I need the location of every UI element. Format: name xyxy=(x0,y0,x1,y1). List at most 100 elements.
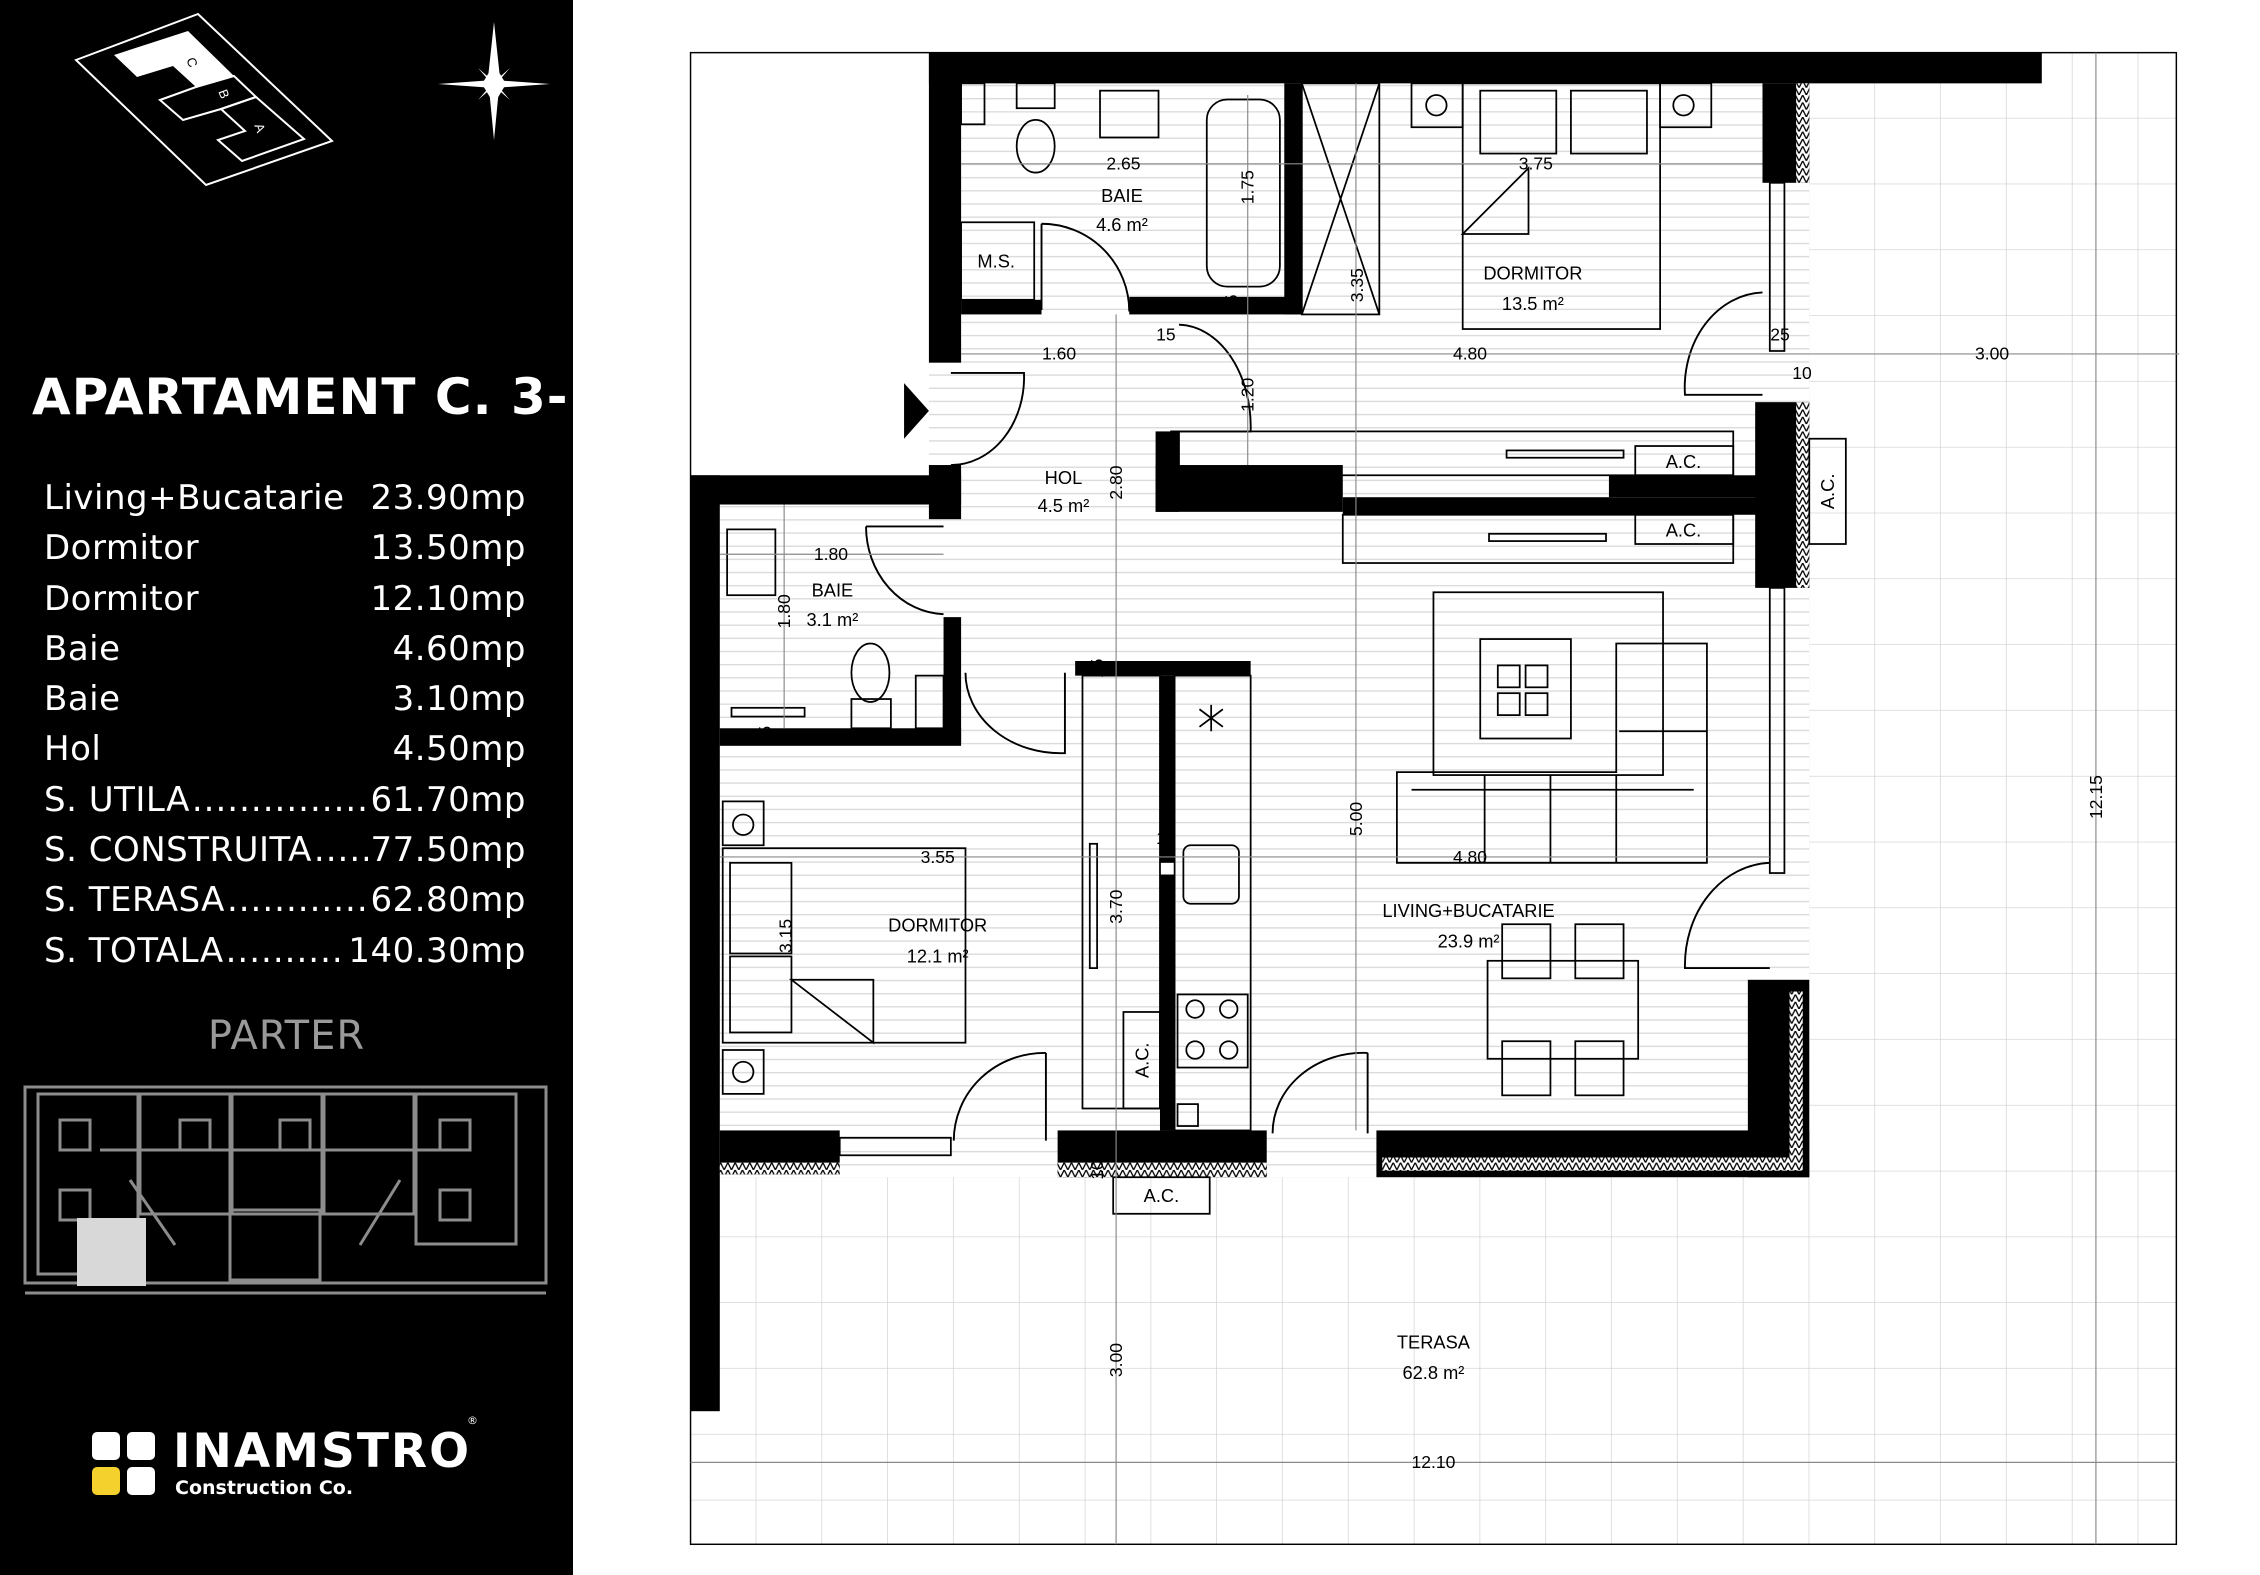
ac-unit-outdoor xyxy=(1808,437,1847,545)
dim-label: 3.15 xyxy=(775,919,795,953)
dim-label: 15 xyxy=(1156,828,1176,848)
wall xyxy=(690,475,720,1412)
keyplan-highlight xyxy=(77,1218,146,1286)
area-value: 140.30mp xyxy=(348,930,526,971)
dim-label: 1.60 xyxy=(1042,344,1076,364)
area-value: 23.90mp xyxy=(370,478,526,518)
closet xyxy=(1300,82,1381,316)
towel-rail xyxy=(730,706,806,718)
nightstand xyxy=(721,800,765,847)
sink xyxy=(1099,89,1160,139)
dim-label: 3.70 xyxy=(1106,889,1126,923)
room-labels: BAIE 4.6 m² M.S. DORMITOR 13.5 m² HOL 4.… xyxy=(807,185,1839,1383)
dim-label: 1.80 xyxy=(814,544,848,564)
dim-label: 10 xyxy=(1087,1160,1107,1180)
room-area-baie2: 3.1 m² xyxy=(807,609,859,630)
door-dormitor1-terrace[interactable] xyxy=(1683,291,1763,396)
wall xyxy=(1155,431,1179,512)
room-name-dormitor1: DORMITOR xyxy=(1483,262,1582,283)
logo-subtitle: Construction Co. xyxy=(175,1477,354,1499)
area-row: S. TOTALA 140.30mp xyxy=(44,931,526,981)
kitchen-sink xyxy=(1182,844,1240,905)
dim-label: 15 xyxy=(1284,136,1304,156)
area-label: S. TERASA xyxy=(44,880,225,921)
wall-insulation xyxy=(1057,1162,1267,1178)
dim-label: 15 xyxy=(755,726,775,746)
ac-label: A.C. xyxy=(1666,520,1702,541)
dim-label: 1.80 xyxy=(774,594,794,628)
area-value: 61.70mp xyxy=(370,779,526,820)
washing-machine xyxy=(914,674,945,730)
entrance-door[interactable] xyxy=(950,371,1025,466)
entrance-arrow-icon xyxy=(904,383,929,439)
doors xyxy=(865,222,1770,1141)
door-dormitor2-terrace[interactable] xyxy=(952,1051,1047,1141)
area-row: S. CONSTRUITA 77.50mp xyxy=(44,830,526,880)
dim-label: 12.15 xyxy=(2086,775,2106,819)
logo-name: INAMSTRO xyxy=(173,1424,472,1479)
area-label: S. TOTALA xyxy=(44,930,224,971)
area-value: 77.50mp xyxy=(370,830,526,871)
dim-label: 15 xyxy=(1221,294,1241,314)
bed xyxy=(721,847,967,1044)
washing-machine xyxy=(960,82,986,126)
bathtub xyxy=(1205,98,1281,288)
door-baie1[interactable] xyxy=(1040,222,1131,312)
wall xyxy=(943,617,962,743)
wall xyxy=(1159,675,1175,863)
logo-registered: ® xyxy=(467,1414,478,1427)
room-area-hol: 4.5 m² xyxy=(1038,495,1090,516)
area-label: Baie xyxy=(44,628,121,669)
wall xyxy=(1155,465,1343,512)
building-b xyxy=(158,74,258,122)
dim-label: 3.35 xyxy=(1347,268,1367,302)
door-living-terrace-2[interactable] xyxy=(1684,861,1770,970)
nightstand xyxy=(721,1049,765,1095)
door-dormitor2[interactable] xyxy=(964,672,1066,755)
compass-icon xyxy=(438,22,550,140)
wall xyxy=(961,299,1042,315)
walls xyxy=(690,52,2042,1412)
wall xyxy=(1159,874,1175,1131)
ac-label: A.C. xyxy=(1144,1185,1180,1206)
room-name-terasa: TERASA xyxy=(1397,1331,1471,1352)
coffee-table xyxy=(1479,638,1572,740)
terrace-area xyxy=(690,52,2177,1545)
area-label: Baie xyxy=(44,679,121,720)
area-value: 4.50mp xyxy=(392,729,526,770)
dim-label: 12.10 xyxy=(1412,1452,1456,1472)
room-name-living: LIVING+BUCATARIE xyxy=(1382,900,1554,921)
ac-unit-outdoor xyxy=(1112,1176,1211,1215)
area-value: 13.50mp xyxy=(370,528,526,569)
window xyxy=(838,1136,952,1157)
info-panel: C B A APARTAMENT C. 3-1 Living+Bucatarie… xyxy=(0,0,603,1575)
area-label: Living+Bucatarie xyxy=(44,478,345,518)
wall xyxy=(719,728,962,746)
area-label: Dormitor xyxy=(44,578,200,619)
apartment-title: APARTAMENT C. 3-1 xyxy=(32,368,605,426)
door-baie2[interactable] xyxy=(865,525,944,616)
toilet-tank xyxy=(1015,82,1056,110)
site-plan: C B A xyxy=(74,12,550,187)
area-leader xyxy=(314,830,369,870)
pantry-shelf xyxy=(1081,674,1161,1110)
dining-table xyxy=(1486,959,1640,1060)
dim-label: 2.65 xyxy=(1106,154,1140,174)
area-row: Living+Bucatarie 23.90mp xyxy=(44,478,526,528)
area-label: S. CONSTRUITA xyxy=(44,830,312,871)
wall xyxy=(1284,83,1302,315)
rug xyxy=(1432,591,1664,776)
door-hol[interactable] xyxy=(1170,323,1252,433)
wall xyxy=(1075,661,1251,676)
dim-label: 25 xyxy=(1770,325,1790,345)
dim-label: 1.20 xyxy=(1238,378,1258,412)
toilet xyxy=(1015,119,1056,174)
area-leader xyxy=(226,931,347,971)
door-living-terrace[interactable] xyxy=(1271,1051,1369,1134)
